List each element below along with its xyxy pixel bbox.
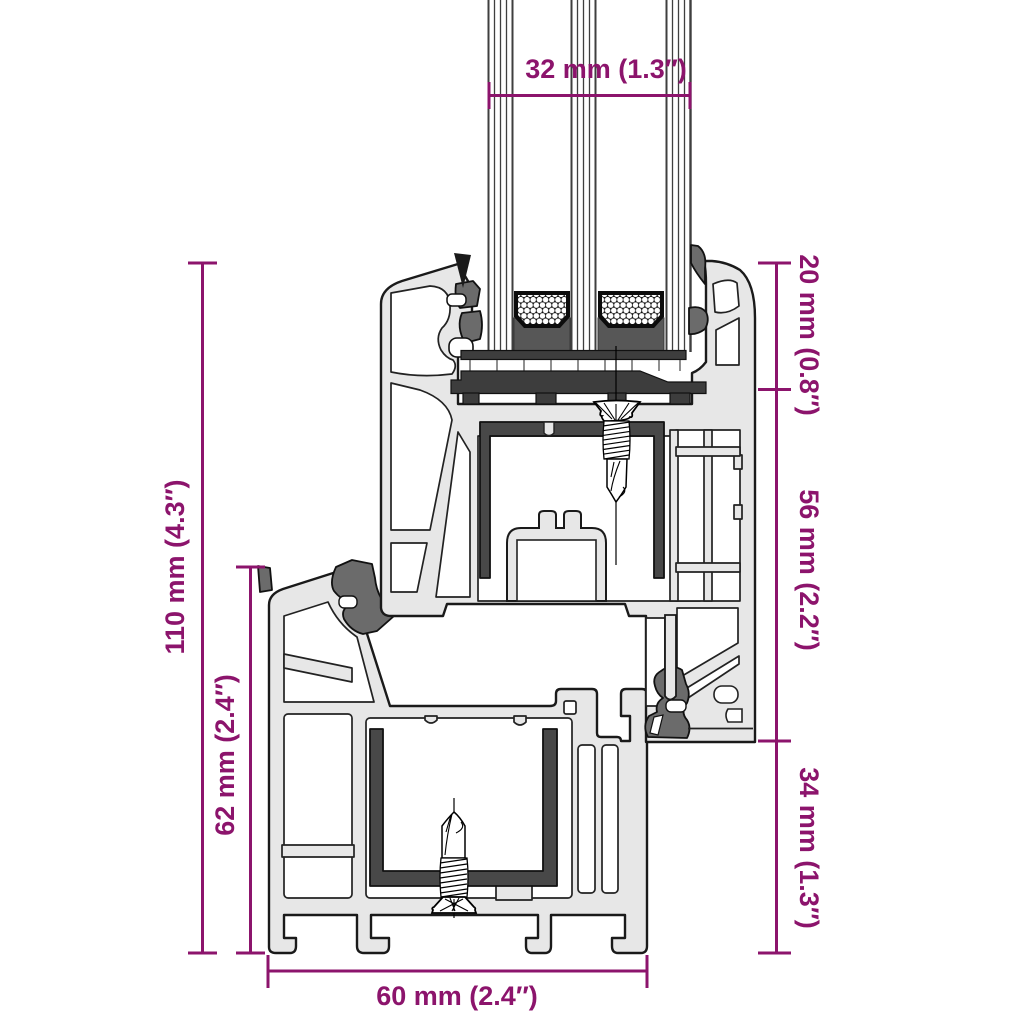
svg-text:110 mm (4.3″): 110 mm (4.3″) [160,479,190,654]
svg-text:60 mm (2.4″): 60 mm (2.4″) [376,981,538,1011]
svg-text:20 mm (0.8″): 20 mm (0.8″) [794,254,824,416]
svg-text:56 mm (2.2″): 56 mm (2.2″) [794,489,824,651]
svg-text:62 mm (2.4″): 62 mm (2.4″) [210,674,240,836]
svg-text:32 mm (1.3″): 32 mm (1.3″) [525,54,687,84]
svg-text:34 mm (1.3″): 34 mm (1.3″) [794,767,824,929]
